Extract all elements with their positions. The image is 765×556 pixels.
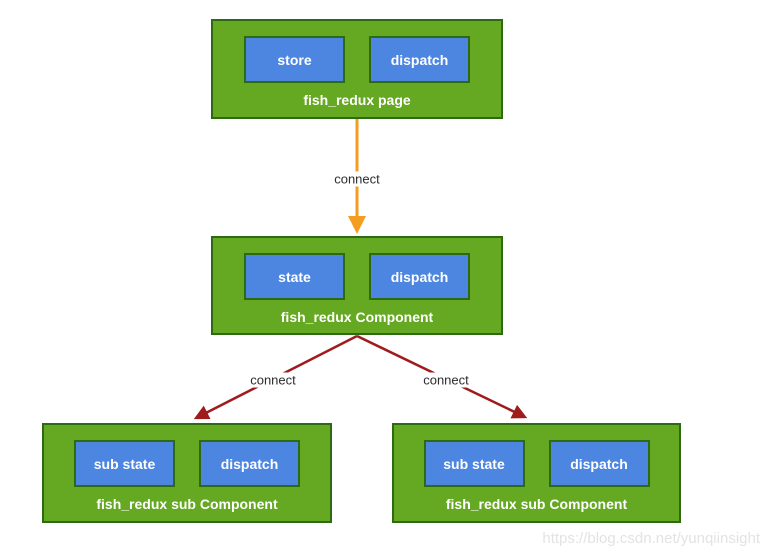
chip-row: sub state dispatch bbox=[423, 440, 650, 487]
chip-dispatch: dispatch bbox=[369, 253, 470, 300]
node-title: fish_redux sub Component bbox=[445, 496, 628, 512]
chip-state: state bbox=[244, 253, 345, 300]
chip-dispatch: dispatch bbox=[369, 36, 470, 83]
chip-row: store dispatch bbox=[244, 36, 470, 83]
chip-row: sub state dispatch bbox=[74, 440, 300, 487]
chip-dispatch: dispatch bbox=[199, 440, 300, 487]
edge-label-connect-left: connect bbox=[247, 372, 299, 388]
chip-row: state dispatch bbox=[244, 253, 470, 300]
node-title: fish_redux page bbox=[303, 92, 411, 108]
chip-dispatch: dispatch bbox=[548, 440, 650, 487]
node-fish-redux-page: store dispatch fish_redux page bbox=[211, 19, 503, 119]
chip-sub-state: sub state bbox=[74, 440, 175, 487]
edge-label-connect-right: connect bbox=[420, 372, 472, 388]
node-title: fish_redux sub Component bbox=[96, 496, 278, 512]
node-fish-redux-component: state dispatch fish_redux Component bbox=[211, 236, 503, 335]
watermark-url: https://blog.csdn.net/yunqiinsight bbox=[542, 530, 760, 547]
chip-sub-state: sub state bbox=[423, 440, 525, 487]
edge-label-connect-top: connect bbox=[331, 171, 383, 187]
chip-store: store bbox=[244, 36, 345, 83]
node-fish-redux-sub-component-left: sub state dispatch fish_redux sub Compon… bbox=[42, 423, 332, 523]
node-fish-redux-sub-component-right: sub state dispatch fish_redux sub Compon… bbox=[392, 423, 681, 523]
node-title: fish_redux Component bbox=[280, 309, 434, 325]
